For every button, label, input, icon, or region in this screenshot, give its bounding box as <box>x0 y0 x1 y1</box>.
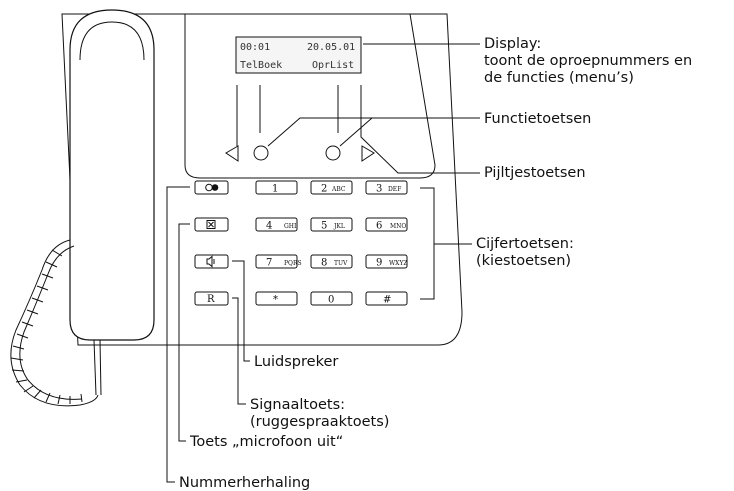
callout-signal-line2: (ruggespraaktoets) <box>250 414 389 430</box>
arrow-right-button[interactable] <box>361 145 375 162</box>
callout-mute: Toets „microfoon uit“ <box>189 434 343 450</box>
callout-speaker: Luidspreker <box>254 354 338 370</box>
speaker-icon <box>206 255 213 268</box>
callout-digit-keys-line1: Cijfertoetsen: <box>476 236 574 252</box>
mute-button[interactable] <box>194 217 229 232</box>
callout-redial: Nummerherhaling <box>179 475 310 491</box>
digit-letters: GHI <box>284 223 297 230</box>
leader-arrow-keys <box>236 133 480 174</box>
recall-button[interactable]: R <box>194 291 229 306</box>
leader-mute <box>178 223 190 442</box>
digit-key-3[interactable]: 3 DEF <box>365 180 408 195</box>
digit-key-star[interactable]: * <box>255 291 298 306</box>
display-time: 00:01 <box>240 42 270 53</box>
digit-label: 3 <box>376 184 382 195</box>
digit-label: 1 <box>272 184 278 195</box>
digit-label: # <box>383 295 391 306</box>
digit-letters: ABC <box>331 186 346 193</box>
display-softkey-right: OprList <box>312 60 354 71</box>
digit-key-1[interactable]: 1 <box>255 180 298 195</box>
speaker-button[interactable] <box>194 254 229 269</box>
callout-signal-line1: Signaaltoets: <box>250 397 345 413</box>
leader-function-keys <box>267 117 480 147</box>
handset-inner-line <box>79 21 145 61</box>
display-date: 20.05.01 <box>307 42 355 53</box>
callout-display-line3: de functies (menu’s) <box>484 70 634 86</box>
coiled-cord <box>10 239 102 407</box>
digit-key-6[interactable]: 6 MNO <box>365 217 408 232</box>
digit-label: * <box>273 295 278 306</box>
callout-digit-keys-line2: (kiestoetsen) <box>476 253 571 269</box>
digit-label: 6 <box>376 221 382 232</box>
lcd-display <box>235 36 362 74</box>
digit-label: 9 <box>376 258 382 269</box>
phone-body <box>61 13 463 346</box>
handset <box>69 9 155 341</box>
digit-key-9[interactable]: 9 WXYZ <box>365 254 408 269</box>
digit-key-8[interactable]: 8 TUV <box>310 254 353 269</box>
digit-letters: DEF <box>388 186 401 193</box>
leader-speaker <box>232 260 250 362</box>
digit-letters: PQRS <box>284 260 302 267</box>
digit-key-hash[interactable]: # <box>365 291 408 306</box>
callout-display-title: Display: <box>484 36 541 52</box>
bracket-digit-keys <box>420 187 472 300</box>
arrow-left-button[interactable] <box>225 145 239 162</box>
digit-letters: MNO <box>390 223 406 230</box>
digit-key-7[interactable]: 7 PQRS <box>255 254 302 269</box>
digit-label: 7 <box>266 258 272 269</box>
callout-function-keys: Functietoetsen <box>484 111 591 127</box>
guide-lines <box>236 85 362 133</box>
digit-label: 0 <box>328 295 334 306</box>
digit-key-4[interactable]: 4 GHI <box>255 217 298 232</box>
digit-label: 8 <box>321 258 327 269</box>
digit-letters: WXYZ <box>389 260 408 267</box>
function-key-right[interactable] <box>325 145 341 161</box>
digit-label: 4 <box>266 221 272 232</box>
display-panel <box>184 13 436 179</box>
callout-display-line2: toont de oproepnummers en <box>484 53 692 69</box>
digit-key-2[interactable]: 2 ABC <box>310 180 353 195</box>
leader-signal <box>232 297 246 405</box>
digit-label: 2 <box>321 184 327 195</box>
callout-arrow-keys: Pijltjestoetsen <box>484 165 586 181</box>
digit-label: 5 <box>321 221 327 232</box>
digit-letters: JKL <box>333 223 345 230</box>
display-softkey-left: TelBoek <box>240 60 282 71</box>
leader-redial <box>166 186 190 483</box>
redial-button[interactable] <box>194 180 229 195</box>
digit-key-0[interactable]: 0 <box>310 291 353 306</box>
function-key-left[interactable] <box>253 145 269 161</box>
digit-key-5[interactable]: 5 JKL <box>310 217 353 232</box>
recall-label: R <box>207 294 215 305</box>
digit-letters: TUV <box>334 260 348 267</box>
